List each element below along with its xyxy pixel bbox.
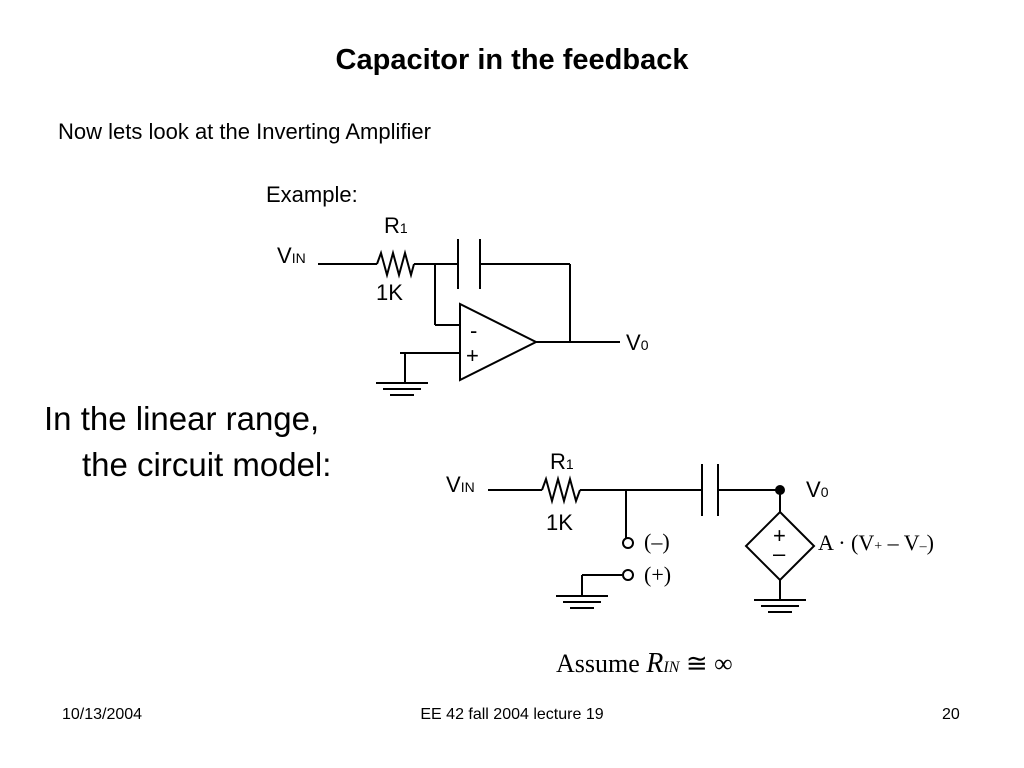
footer-date: 10/13/2004: [62, 706, 143, 723]
circuit1-vout-label: V0: [626, 330, 649, 355]
opamp-minus-sign: -: [470, 318, 478, 343]
circuit2-r1-value: 1K: [546, 510, 573, 535]
output-node-dot: [775, 485, 785, 495]
circuit2-resistor: [541, 475, 581, 505]
footer-page-number: 20: [942, 706, 960, 723]
pos-terminal-label: (+): [644, 562, 672, 587]
slide-subtitle: Now lets look at the Inverting Amplifier: [58, 119, 431, 144]
example-label: Example:: [266, 182, 358, 207]
linear-range-text-line2: the circuit model:: [82, 446, 332, 483]
circuit2-ground-symbol-right: [754, 599, 806, 613]
circuit1-r1-label: R1: [384, 213, 408, 238]
circuit1-opamp: [459, 302, 539, 382]
circuit1-wiring: [318, 263, 620, 383]
circuit2-ground-symbol-left: [556, 595, 608, 609]
source-plus-sign: +: [773, 523, 786, 548]
linear-range-text-line1: In the linear range,: [44, 400, 320, 437]
circuit2-capacitor: [701, 464, 719, 516]
circuit2-wiring: [488, 489, 781, 600]
circuit2-vout-label: V0: [806, 477, 829, 502]
footer-course: EE 42 fall 2004 lecture 19: [420, 706, 604, 723]
circuit1-capacitor: [457, 239, 481, 289]
source-minus-sign: –: [773, 541, 786, 566]
assumption-text: Assume RIN ≅ ∞: [556, 648, 733, 679]
circuit2-r1-label: R1: [550, 449, 574, 474]
circuit1-vin-label: VIN: [277, 243, 306, 268]
neg-terminal-label: (–): [644, 529, 670, 554]
circuit1-r1-value: 1K: [376, 280, 403, 305]
source-gain-expression: A · (V+ – V–): [818, 530, 934, 555]
circuit1-resistor: [376, 249, 415, 279]
pos-terminal-node: [622, 569, 634, 581]
dependent-voltage-source: [744, 510, 816, 582]
circuit2-vin-label: VIN: [446, 472, 475, 497]
opamp-plus-sign: +: [466, 343, 479, 368]
neg-terminal-node: [622, 537, 634, 549]
circuit1-ground-symbol: [376, 382, 428, 396]
slide-title: Capacitor in the feedback: [335, 44, 689, 76]
